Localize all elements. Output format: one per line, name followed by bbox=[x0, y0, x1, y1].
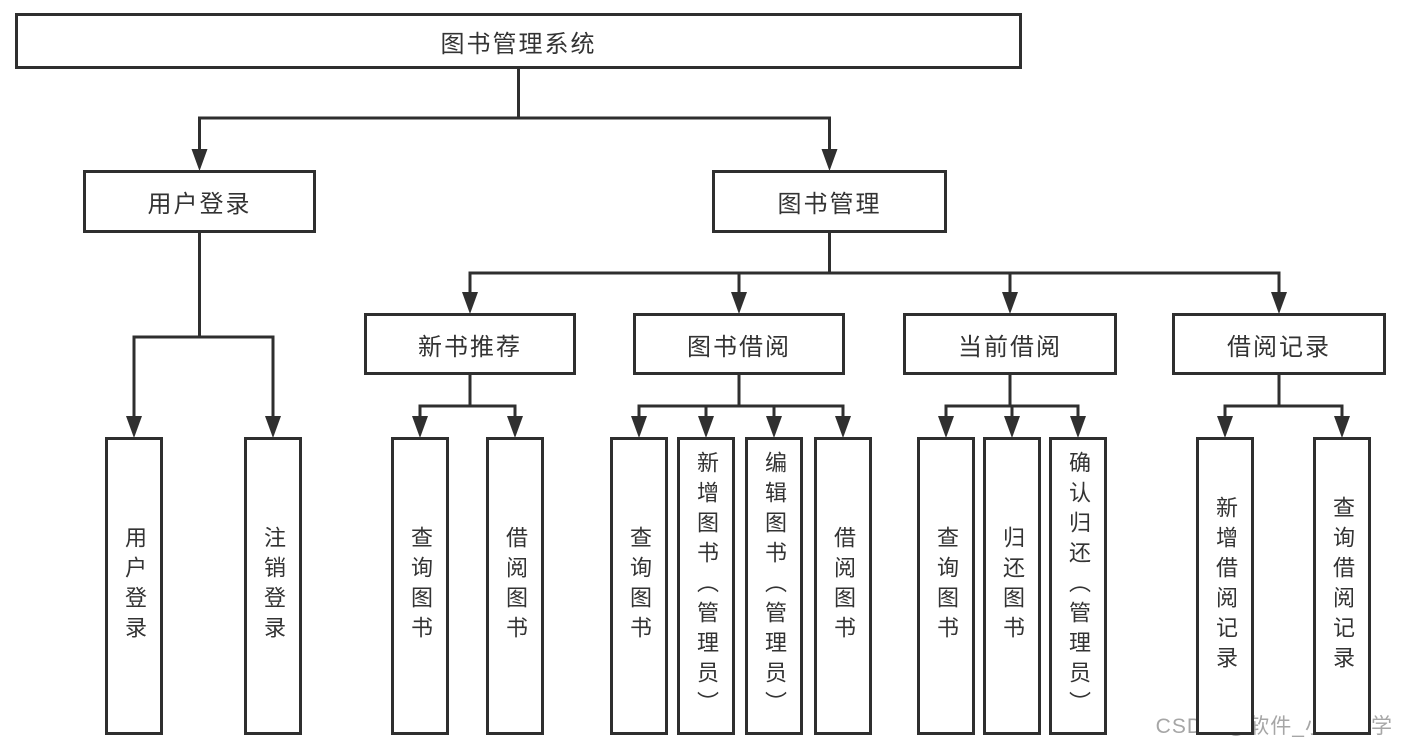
arrowhead-icon bbox=[731, 292, 747, 314]
node-borrow-records: 借阅记录 bbox=[1172, 313, 1386, 375]
node-label-borrow-records: 借阅记录 bbox=[1227, 333, 1331, 361]
node-bb-edit-books-admin: 编辑图书（管理员） bbox=[745, 437, 803, 735]
node-label-leaf-logout: 注销登录 bbox=[261, 526, 286, 646]
arrowhead-icon bbox=[507, 416, 523, 438]
node-label-br-add-record: 新增借阅记录 bbox=[1213, 496, 1238, 676]
node-cb-query-books: 查询图书 bbox=[917, 437, 975, 735]
arrowhead-icon bbox=[191, 149, 208, 171]
arrowhead-icon bbox=[698, 416, 714, 438]
arrowhead-icon bbox=[1004, 416, 1020, 438]
node-label-leaf-user-login: 用户登录 bbox=[122, 526, 147, 646]
node-leaf-user-login: 用户登录 bbox=[105, 437, 163, 735]
node-label-nbr-query-books: 查询图书 bbox=[408, 526, 433, 646]
node-label-cb-confirm-return-admin: 确认归还（管理员） bbox=[1066, 451, 1091, 721]
arrowhead-icon bbox=[631, 416, 647, 438]
arrowhead-icon bbox=[1217, 416, 1233, 438]
node-root: 图书管理系统 bbox=[15, 13, 1022, 69]
node-br-query-record: 查询借阅记录 bbox=[1313, 437, 1371, 735]
node-cb-confirm-return-admin: 确认归还（管理员） bbox=[1049, 437, 1107, 735]
node-label-root: 图书管理系统 bbox=[440, 30, 597, 58]
node-book-management: 图书管理 bbox=[712, 170, 947, 233]
node-label-book-management: 图书管理 bbox=[777, 191, 882, 218]
node-new-book-recommend: 新书推荐 bbox=[364, 313, 576, 375]
node-nbr-query-books: 查询图书 bbox=[391, 437, 449, 735]
node-label-cb-query-books: 查询图书 bbox=[934, 526, 959, 646]
node-label-bb-query-books: 查询图书 bbox=[627, 526, 652, 646]
arrowhead-icon bbox=[265, 416, 281, 438]
node-current-borrow: 当前借阅 bbox=[903, 313, 1117, 375]
node-label-new-book-recommend: 新书推荐 bbox=[418, 333, 522, 361]
node-label-bb-edit-books-admin: 编辑图书（管理员） bbox=[762, 451, 787, 721]
arrowhead-icon bbox=[1002, 292, 1018, 314]
arrowhead-icon bbox=[126, 416, 142, 438]
node-label-bb-borrow-books: 借阅图书 bbox=[831, 526, 856, 646]
node-cb-return-books: 归还图书 bbox=[983, 437, 1041, 735]
arrowhead-icon bbox=[1070, 416, 1086, 438]
node-label-nbr-borrow-books: 借阅图书 bbox=[503, 526, 528, 646]
arrowhead-icon bbox=[766, 416, 782, 438]
arrowhead-icon bbox=[462, 292, 478, 314]
node-user-login: 用户登录 bbox=[83, 170, 316, 233]
node-bb-add-books-admin: 新增图书（管理员） bbox=[677, 437, 735, 735]
node-leaf-logout: 注销登录 bbox=[244, 437, 302, 735]
node-label-bb-add-books-admin: 新增图书（管理员） bbox=[694, 451, 719, 721]
node-br-add-record: 新增借阅记录 bbox=[1196, 437, 1254, 735]
arrowhead-icon bbox=[1271, 292, 1287, 314]
node-label-book-borrow: 图书借阅 bbox=[687, 333, 791, 361]
node-label-current-borrow: 当前借阅 bbox=[958, 333, 1062, 361]
node-label-cb-return-books: 归还图书 bbox=[1000, 526, 1025, 646]
node-bb-borrow-books: 借阅图书 bbox=[814, 437, 872, 735]
node-nbr-borrow-books: 借阅图书 bbox=[486, 437, 544, 735]
arrowhead-icon bbox=[938, 416, 954, 438]
node-bb-query-books: 查询图书 bbox=[610, 437, 668, 735]
node-book-borrow: 图书借阅 bbox=[633, 313, 845, 375]
arrowhead-icon bbox=[835, 416, 851, 438]
arrowhead-icon bbox=[412, 416, 428, 438]
arrowhead-icon bbox=[1334, 416, 1350, 438]
node-label-user-login: 用户登录 bbox=[147, 191, 252, 218]
arrowhead-icon bbox=[821, 149, 838, 171]
node-label-br-query-record: 查询借阅记录 bbox=[1330, 496, 1355, 676]
